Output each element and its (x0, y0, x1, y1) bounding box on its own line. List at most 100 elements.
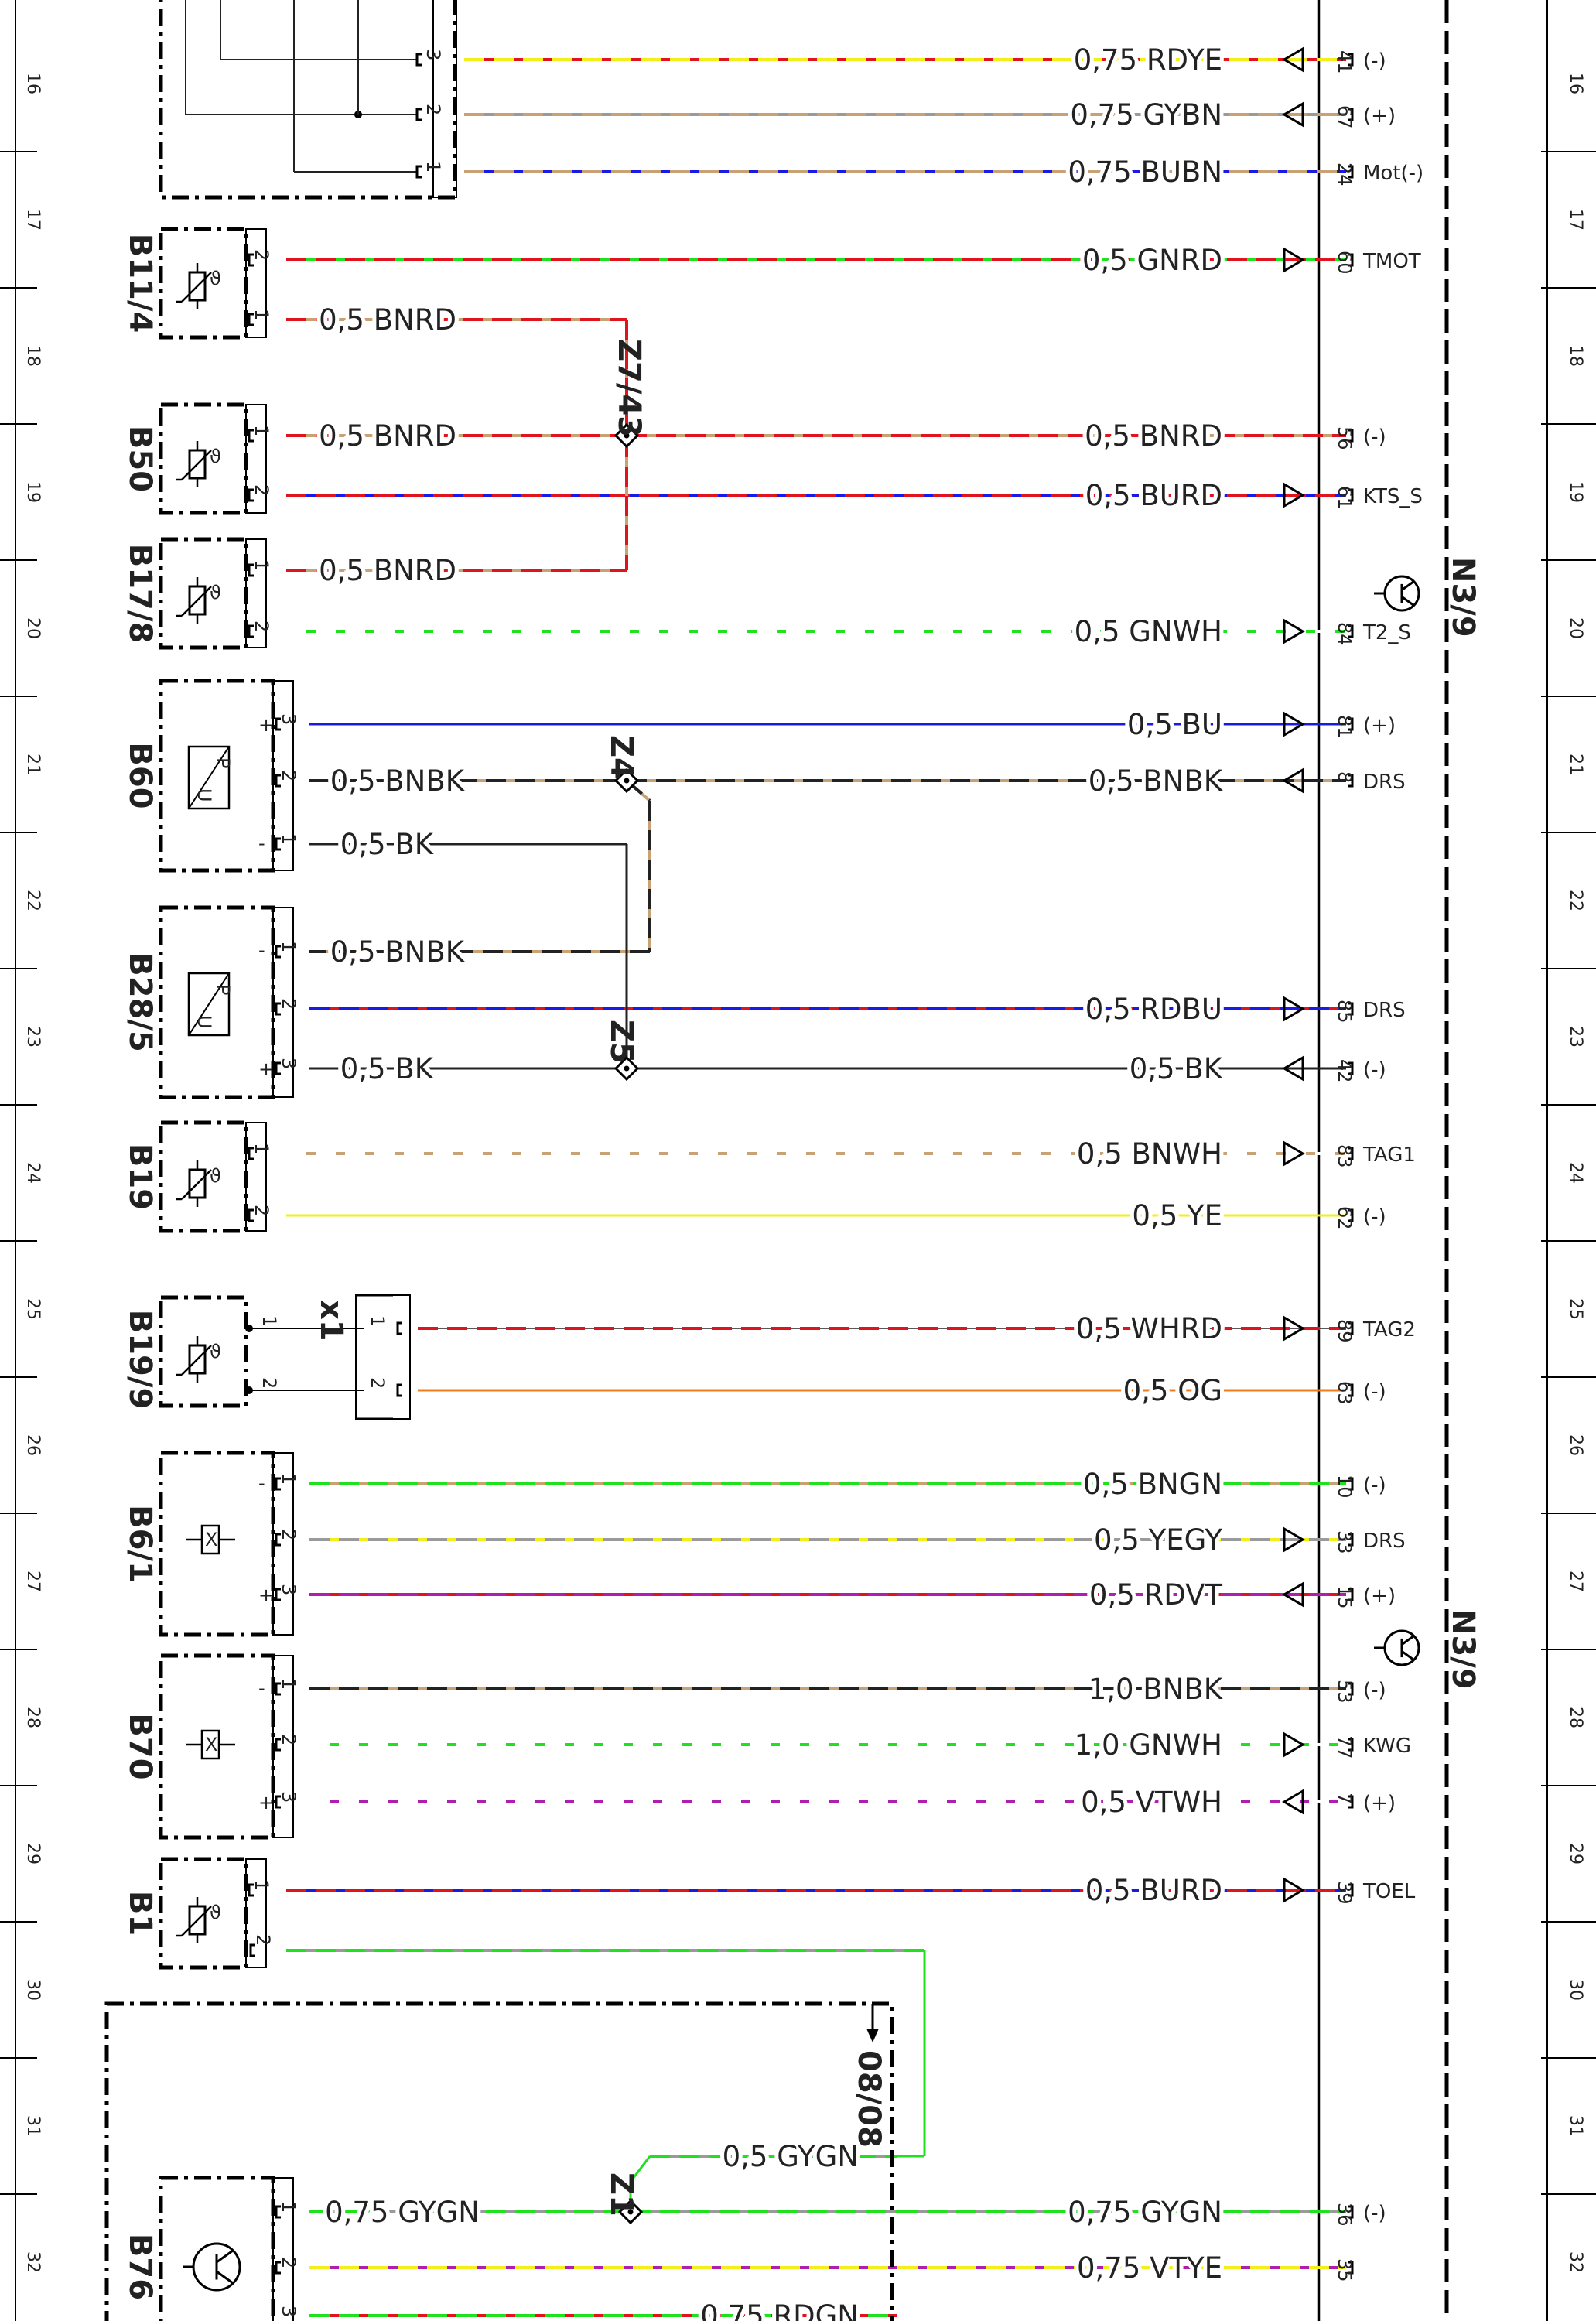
pin-socket (275, 945, 281, 959)
component-pin-number: 2 (278, 1734, 299, 1745)
wire-label: 0,5 RDBU (1085, 993, 1222, 1026)
component-box-b11-4 (159, 227, 248, 340)
ecu-signal-name: TAG1 (1362, 1143, 1416, 1167)
wire-label: 0,5 BNWH (1077, 1137, 1222, 1171)
ecu-pin-number: 33 (1334, 1530, 1355, 1554)
component-pin-number: 2 (251, 484, 272, 496)
pin-socket (1348, 2205, 1354, 2219)
ecu-pin-number: 7 (1334, 1793, 1355, 1804)
ecu-pin-number: 41 (1334, 50, 1355, 74)
motor-component-box (159, 0, 457, 200)
component-pin-number: 1 (278, 1678, 299, 1690)
b11-4-arrow (181, 272, 212, 303)
wire-label: 0,75 GYBN (1070, 98, 1222, 132)
wire-label: 0,5 VTWH (1081, 1786, 1222, 1819)
wire-label: 0,5 GNWH (1075, 615, 1222, 648)
pin-socket (248, 1883, 254, 1897)
ecu-signal-name: (+) (1363, 1792, 1396, 1815)
ecu-pin-number: 36 (1334, 2203, 1355, 2227)
zone-number-right: 30 (1566, 1979, 1585, 2001)
pin-socket (1348, 774, 1354, 788)
zone-number-left: 30 (23, 1979, 43, 2001)
wire-label: 0,5 BU (1127, 708, 1222, 741)
pin-socket (275, 1477, 281, 1491)
pin-socket (1348, 165, 1354, 179)
pin-socket (1348, 1883, 1354, 1897)
pin-socket (248, 429, 254, 443)
pin-socket (1348, 1061, 1354, 1075)
component-label: B28/5 (122, 952, 158, 1052)
pin-socket (275, 1795, 281, 1809)
pin-socket (275, 717, 281, 731)
ecu-signal-name: (-) (1363, 50, 1386, 73)
component-label: B70 (122, 1713, 158, 1779)
pin-socket (275, 1738, 281, 1752)
ecu-signal-name: TMOT (1362, 250, 1421, 273)
zone-number-left: 24 (23, 1162, 43, 1184)
b60-diag (188, 746, 230, 809)
ecu-pin-number: 85 (1334, 1000, 1355, 1024)
reference-label-08-08: 08/08 (851, 2050, 887, 2148)
zone-number-right: 17 (1566, 209, 1585, 231)
splice-z5-dot (624, 1065, 630, 1072)
pin-socket (1348, 1795, 1354, 1809)
pin-socket (275, 774, 281, 788)
polarity-plus: + (258, 714, 274, 736)
pin-socket (415, 108, 422, 121)
wire-z1-bend (629, 2155, 651, 2183)
pin-socket (396, 1383, 402, 1397)
wire-label: 0,5 BNBK (1088, 764, 1224, 798)
ecu-signal-name: DRS (1363, 771, 1406, 794)
pin-socket (1348, 624, 1354, 638)
ecu-upper-emitter (1401, 596, 1415, 607)
component-pin-number: 2 (422, 104, 444, 115)
component-pin-number: 2 (278, 1529, 299, 1540)
polarity-minus: - (258, 1472, 265, 1494)
signal-direction-arrow (1283, 618, 1305, 644)
wire-label: 0,5 OG (1123, 1374, 1222, 1407)
wire-label: 0,5 BK (340, 1052, 435, 1085)
pin-socket (248, 488, 254, 502)
pin-socket (1348, 1682, 1354, 1696)
wire-label: 0,5 BK (1130, 1052, 1224, 1085)
component-connector-b70 (272, 1655, 294, 1838)
ecu-pin-number: 77 (1334, 1735, 1355, 1759)
zone-number-left: 29 (23, 1843, 43, 1865)
wire-label: 0,75 VTYE (1077, 2251, 1222, 2285)
component-pin-number: 2 (251, 249, 272, 261)
pin-socket (275, 1002, 281, 1016)
component-pin-number: 1 (251, 1879, 272, 1891)
signal-direction-arrow (1282, 101, 1304, 128)
zone-number-right: 18 (1566, 345, 1585, 367)
component-pin-number: 1 (251, 425, 272, 436)
b28-5-diag (188, 972, 230, 1036)
wire-label: 0,5 YEGY (1094, 1523, 1222, 1557)
zone-number-right: 23 (1566, 1026, 1585, 1048)
ecu-signal-name: (-) (1363, 2202, 1386, 2225)
b17-8-theta-symbol: ϑ (210, 582, 221, 603)
component-pin-number: 1 (251, 309, 272, 320)
zone-number-right: 27 (1566, 1571, 1585, 1592)
ecu-pin-number: 39 (1334, 1881, 1355, 1905)
zone-number-left: 28 (23, 1707, 43, 1728)
polarity-minus: - (258, 1677, 265, 1699)
pin-socket (1348, 2261, 1354, 2275)
motor-connector (432, 0, 457, 198)
wire-layer (185, 0, 1449, 2321)
pin-socket (1348, 488, 1354, 502)
wire-label: 0,5 GYGN (723, 2140, 859, 2173)
zone-number-right: 29 (1566, 1843, 1585, 1865)
ecu-signal-name: (-) (1363, 1205, 1386, 1229)
signal-direction-arrow (1282, 1055, 1304, 1082)
b70-x-letter: X (205, 1734, 217, 1755)
splice-label-z1: Z1 (603, 2172, 639, 2217)
component-pin-number: 2 (278, 998, 299, 1010)
component-label: B60 (122, 742, 158, 808)
component-connector-b17-8 (245, 538, 267, 648)
component-connector-b28-5 (272, 907, 294, 1098)
b1-arrow (181, 1906, 212, 1936)
signal-direction-arrow (1282, 767, 1304, 794)
component-label: B1 (122, 1891, 158, 1936)
splice-z7-43-dot (624, 432, 630, 439)
